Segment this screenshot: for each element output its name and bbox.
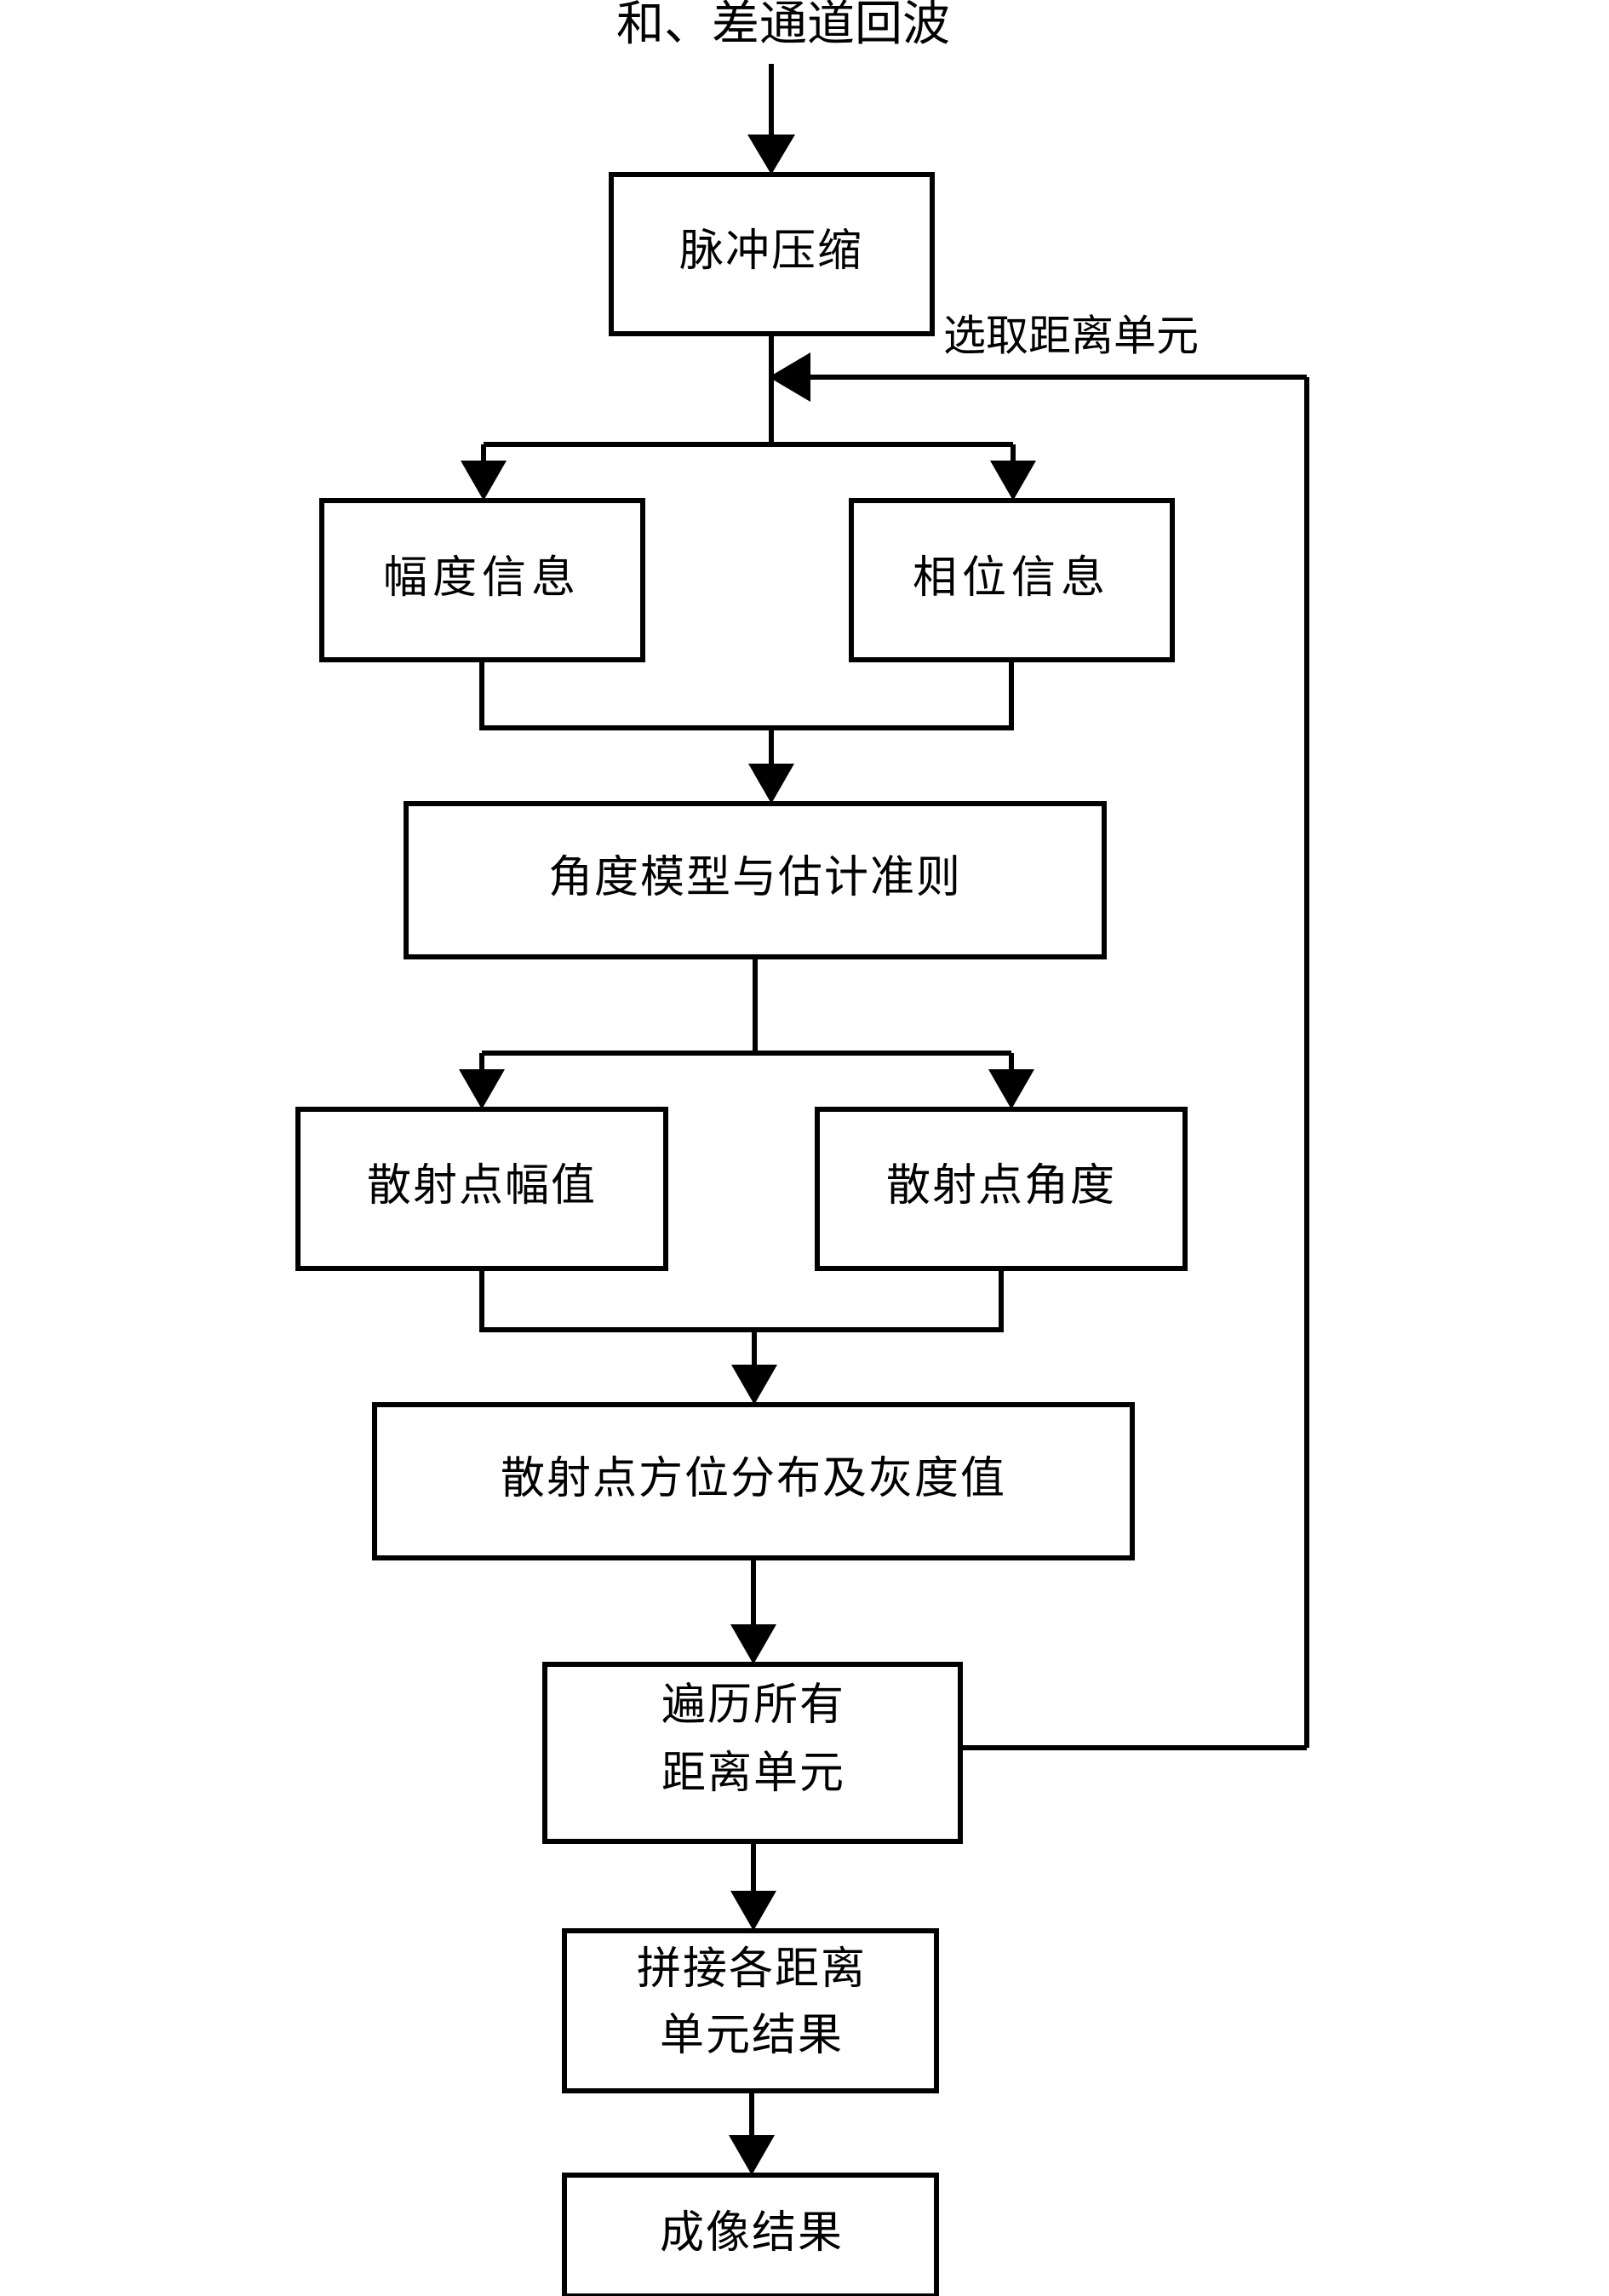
edge-title-to-pulse-compression bbox=[747, 64, 795, 175]
node-scatter-distribution-label: 散射点方位分布及灰度值 bbox=[501, 1455, 1006, 1503]
node-scatter-amplitude[interactable]: 散射点幅值 bbox=[295, 1107, 668, 1271]
diagram-title: 和、差通道回波 bbox=[616, 0, 950, 51]
node-phase-info-label: 相位信息 bbox=[913, 554, 1110, 603]
node-scatter-amplitude-label: 散射点幅值 bbox=[367, 1162, 597, 1211]
node-stitch-results[interactable]: 拼接各距离 单元结果 bbox=[562, 1928, 939, 2093]
edge-traverse-to-stitch bbox=[730, 1841, 776, 1931]
node-phase-info[interactable]: 相位信息 bbox=[849, 498, 1175, 662]
edge-pulse-compression-to-split bbox=[461, 334, 1036, 501]
node-stitch-results-label-line1: 拼接各距离 bbox=[637, 1945, 867, 1994]
edge-feedback-select-range-cell bbox=[769, 352, 1309, 1750]
node-pulse-compression-label: 脉冲压缩 bbox=[679, 227, 863, 276]
node-pulse-compression[interactable]: 脉冲压缩 bbox=[609, 172, 935, 336]
edge-label-select-range-cell: 选取距离单元 bbox=[943, 312, 1199, 359]
edge-angle-model-to-scatter-split bbox=[459, 957, 1034, 1109]
node-amplitude-info-label: 幅度信息 bbox=[383, 554, 581, 603]
node-traverse-range-cells[interactable]: 遍历所有 距离单元 bbox=[542, 1662, 963, 1844]
edge-scatter-merge-to-distribution bbox=[479, 1268, 1004, 1405]
edge-distribution-to-traverse bbox=[730, 1558, 776, 1664]
node-angle-model-label: 角度模型与估计准则 bbox=[548, 854, 962, 902]
node-amplitude-info[interactable]: 幅度信息 bbox=[319, 498, 645, 662]
node-traverse-range-cells-label-line2: 距离单元 bbox=[661, 1749, 845, 1798]
edge-stitch-to-imaging-result bbox=[729, 2091, 775, 2175]
node-stitch-results-label-line2: 单元结果 bbox=[660, 2012, 844, 2060]
node-scatter-angle-label: 散射点角度 bbox=[886, 1162, 1116, 1211]
node-scatter-distribution[interactable]: 散射点方位分布及灰度值 bbox=[372, 1402, 1135, 1560]
node-imaging-result[interactable]: 成像结果 bbox=[562, 2173, 939, 2296]
edge-info-merge-to-angle-model bbox=[479, 660, 1014, 804]
node-scatter-angle[interactable]: 散射点角度 bbox=[815, 1107, 1188, 1271]
node-traverse-range-cells-label-line1: 遍历所有 bbox=[661, 1681, 845, 1730]
node-angle-model[interactable]: 角度模型与估计准则 bbox=[404, 801, 1107, 959]
node-imaging-result-label: 成像结果 bbox=[660, 2209, 844, 2258]
